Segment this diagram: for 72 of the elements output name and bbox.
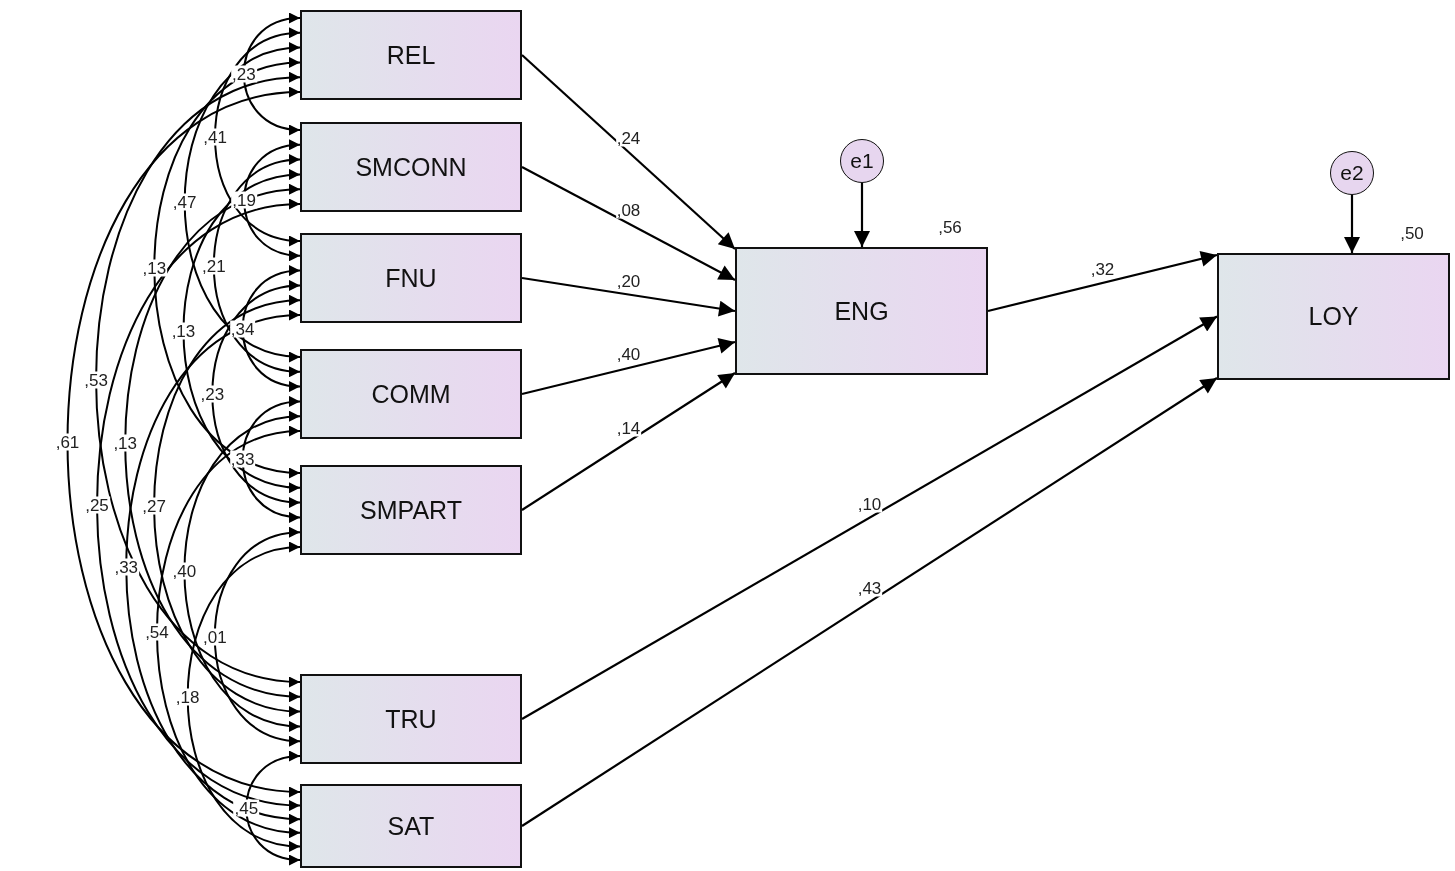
variable-box: TRU xyxy=(300,674,522,764)
covariance-arrow xyxy=(66,88,301,796)
edge-label: ,40 xyxy=(171,562,198,580)
covariance-arrow xyxy=(213,528,301,745)
error-circle: e2 xyxy=(1330,151,1374,195)
covariance-arrow xyxy=(183,44,301,361)
error-arrow xyxy=(1344,195,1360,253)
covariance-arrow xyxy=(243,140,301,260)
edge-label: ,43 xyxy=(856,579,883,597)
error-circle: e1 xyxy=(840,139,884,183)
edge-label: ,23 xyxy=(231,65,257,83)
covariance-arrow xyxy=(155,427,301,837)
path-arrow xyxy=(521,315,1218,720)
edge-label: ,45 xyxy=(233,799,260,817)
edge-label: ,40 xyxy=(615,345,642,363)
covariance-arrow xyxy=(241,266,301,391)
edge-label: ,34 xyxy=(229,320,256,338)
edge-label: ,13 xyxy=(112,434,139,452)
variable-box: COMM xyxy=(300,349,522,439)
variable-box: SMPART xyxy=(300,465,522,555)
edge-label: ,20 xyxy=(615,272,642,289)
variable-box: SAT xyxy=(300,784,522,868)
covariance-arrow xyxy=(186,543,301,850)
covariance-arrow xyxy=(125,311,301,823)
edge-label: ,10 xyxy=(856,495,883,513)
edge-label: ,53 xyxy=(83,371,109,389)
covariance-arrow xyxy=(211,281,301,507)
path-arrow xyxy=(521,372,736,511)
error-arrow xyxy=(854,183,870,247)
path-arrow xyxy=(521,276,736,317)
edge-label: ,08 xyxy=(615,201,642,218)
value-label: ,56 xyxy=(937,218,963,236)
edge-label: ,25 xyxy=(84,496,110,514)
variable-box: SMCONN xyxy=(300,122,522,212)
edge-label: ,13 xyxy=(141,259,168,277)
covariance-arrow xyxy=(153,58,301,477)
covariance-arrow xyxy=(96,200,301,809)
covariance-arrow xyxy=(214,29,301,245)
covariance-arrow xyxy=(245,751,301,865)
path-arrow xyxy=(521,54,736,250)
covariance-arrow xyxy=(124,185,301,701)
edge-label: ,18 xyxy=(174,688,201,706)
edge-label: ,24 xyxy=(615,129,642,147)
covariance-arrow xyxy=(153,296,301,716)
covariance-arrow xyxy=(183,412,301,730)
covariance-arrow xyxy=(95,73,301,686)
variable-box: FNU xyxy=(300,233,522,323)
covariance-arrow xyxy=(241,397,301,522)
edge-label: ,33 xyxy=(113,558,140,576)
edge-label: ,13 xyxy=(170,322,197,340)
edge-label: ,19 xyxy=(231,191,257,209)
variable-box: ENG xyxy=(735,247,988,375)
edge-label: ,41 xyxy=(202,128,228,146)
path-arrow xyxy=(521,377,1218,827)
path-arrow xyxy=(521,166,736,281)
variable-box: LOY xyxy=(1217,253,1450,380)
edge-label: ,61 xyxy=(54,433,81,451)
edge-label: ,14 xyxy=(615,419,642,436)
edge-label: ,27 xyxy=(141,497,167,515)
covariance-arrow xyxy=(242,13,301,135)
variable-box: REL xyxy=(300,10,522,100)
path-arrow xyxy=(987,251,1218,313)
edge-label: ,32 xyxy=(1089,260,1116,278)
edge-label: ,47 xyxy=(171,193,198,211)
edge-label: ,01 xyxy=(202,628,228,646)
edge-label: ,23 xyxy=(199,385,226,403)
covariance-arrow xyxy=(212,155,301,376)
path-arrow xyxy=(521,338,736,396)
edge-label: ,21 xyxy=(201,257,227,275)
covariance-arrow xyxy=(182,170,301,492)
edge-label: ,54 xyxy=(144,623,170,641)
value-label: ,50 xyxy=(1399,224,1425,242)
